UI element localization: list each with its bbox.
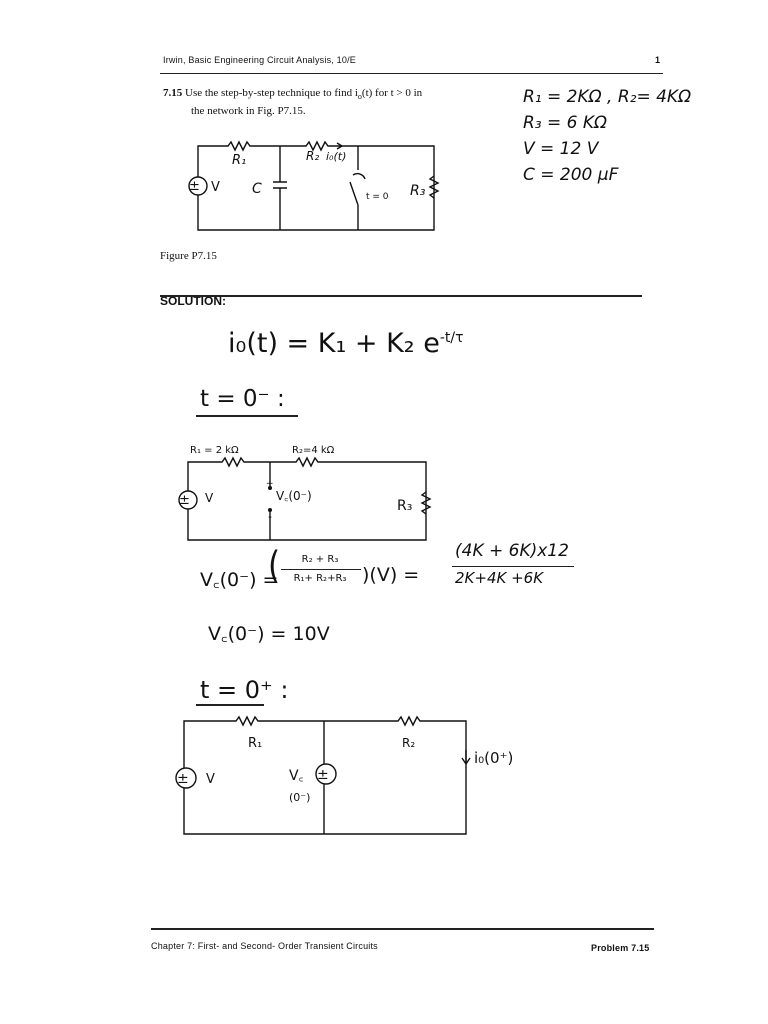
header-rule [160,73,663,74]
solution-rule [160,295,642,297]
result-fraction-bar [452,566,574,568]
given-r1-r2: R₁ = 2KΩ , R₂= 4KΩ [523,87,692,107]
fig2-r1-label: R₁ = 2 kΩ [190,445,239,456]
fig2-vc-label: V꜀(0⁻) [276,489,312,503]
main-equation-exponent: -t/τ [439,330,464,346]
t0-plus-heading: t = 0⁺ : [200,676,289,704]
book-header: Irwin, Basic Engineering Circuit Analysi… [163,55,356,65]
fig3-source1-sign: ± [177,771,189,787]
fig1-c-label: C [252,181,262,197]
fig3-vc-sub: (0⁻) [289,791,310,804]
problem-subscript: o [357,92,362,102]
main-equation: i₀(t) = K₁ + K₂ e-t/τ [228,328,464,359]
problem-statement: 7.15 Use the step-by-step technique to f… [163,86,422,119]
fraction-denominator: R₁+ R₂+R₃ [293,573,347,584]
vc-result: V꜀(0⁻) = 10V [208,623,330,645]
fig1-source-sign: ± [189,179,200,194]
fig2-r2-label: R₂=4 kΩ [292,445,335,456]
fraction-bar [281,569,361,571]
figure-caption: Figure P7.15 [160,250,217,262]
t0-minus-underline [196,415,298,417]
given-c: C = 200 μF [523,165,619,185]
vc-calc-lhs: V꜀(0⁻) = [200,569,279,591]
problem-number: 7.15 [163,87,183,99]
fig1-r3-label: R₃ [410,183,426,199]
open-paren: ( [268,544,281,588]
fig2-source-sign: ± [179,493,190,508]
fig2-minus: - [268,510,272,523]
fig3-vc-label: V꜀ [289,768,304,784]
fig1-switch-label: t = 0 [366,192,389,202]
problem-line1b: (t) for t > 0 in [361,87,423,99]
fig3-source2-sign: ± [317,767,329,783]
fig2-plus: + [266,479,274,489]
problem-line2: the network in Fig. P7.15. [191,105,306,118]
footer-rule [151,928,654,930]
given-v: V = 12 V [523,139,599,159]
given-r3: R₃ = 6 KΩ [523,113,608,133]
calc-multiplier: )(V) = [362,564,420,586]
fig1-r1-label: R₁ [232,153,246,168]
fig1-r2-label: R₂ [306,149,319,163]
t0-plus-underline [196,704,264,706]
main-equation-text: i₀(t) = K₁ + K₂ e [228,328,440,359]
fraction-numerator: R₂ + R₃ [301,554,339,565]
solution-label: SOLUTION: [160,294,226,308]
fig1-v-label: V [211,180,220,195]
result-numerator: (4K + 6K)x12 [455,541,569,561]
given-values: R₁ = 2KΩ , R₂= 4KΩ R₃ = 6 KΩ V = 12 V C … [523,84,691,188]
t0-minus-heading: t = 0⁻ : [200,386,285,412]
fig3-io-label: i₀(0⁺) [474,749,513,767]
fig3-r2-label: R₂ [402,736,415,750]
footer-problem: Problem 7.15 [591,943,650,953]
result-denominator: 2K+4K +6K [455,569,544,587]
problem-line1: Use the step-by-step technique to find i [185,87,358,99]
page-number: 1 [655,55,661,65]
fig2-v-label: V [205,491,214,505]
footer-chapter: Chapter 7: First- and Second- Order Tran… [151,941,378,951]
fig1-io-label: i₀(t) [326,150,346,163]
fig3-r1-label: R₁ [248,736,262,751]
fig3-v-label: V [206,772,215,787]
fig2-r3-label: R₃ [397,498,412,514]
